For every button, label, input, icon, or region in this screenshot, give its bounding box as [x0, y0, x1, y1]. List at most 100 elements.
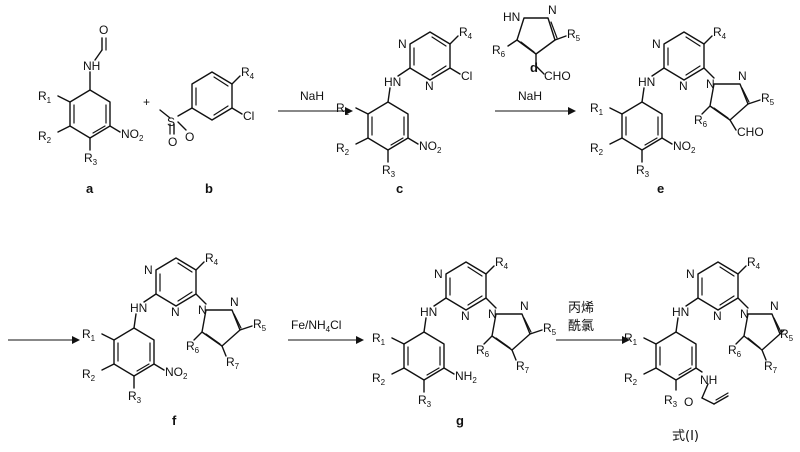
atom-n-f3: N [198, 303, 207, 317]
atom-n-c2: N [425, 79, 434, 93]
label-r2-e: R2 [590, 141, 604, 157]
arrowhead-to-f [72, 336, 80, 344]
label-r3-f: R3 [128, 389, 142, 405]
atom-n-f1: N [144, 263, 153, 277]
atom-n-i4: N [770, 299, 779, 313]
reagent-step4-line1: 丙烯 [568, 301, 594, 316]
label-r3-e: R3 [636, 163, 650, 179]
compound-b-structure [159, 71, 243, 135]
atom-nh: NH [83, 59, 100, 73]
label-r2-i: R2 [624, 371, 638, 387]
atom-hn-d: HN [503, 10, 520, 24]
label-r1-i: R1 [624, 331, 638, 347]
label-r4-g: R4 [495, 255, 509, 271]
reagent-step2: NaH [518, 89, 542, 103]
label-r7-g: R7 [516, 359, 530, 375]
compound-label-d: d [530, 60, 538, 75]
label-r1-f: R1 [82, 327, 96, 343]
atom-hn-g: HN [420, 305, 437, 319]
arrowhead-step3 [356, 336, 364, 344]
label-r2: R2 [38, 129, 52, 145]
label-r4-c: R4 [459, 25, 473, 41]
label-no2: NO2 [121, 127, 144, 143]
label-no2-e: NO2 [673, 139, 696, 155]
label-r3: R3 [84, 151, 98, 167]
atom-n-c1: N [398, 37, 407, 51]
atom-n-i3: N [740, 307, 749, 321]
atom-n-d: N [548, 3, 557, 17]
atom-n-g1: N [434, 267, 443, 281]
atom-o-b1: O [168, 135, 177, 149]
label-r1-g: R1 [372, 331, 386, 347]
label-r1-e: R1 [590, 101, 604, 117]
label-r5-i: R5 [780, 327, 794, 343]
label-r3-g: R3 [418, 393, 432, 409]
atom-cl-c: Cl [461, 69, 472, 83]
label-r4-i: R4 [747, 255, 761, 271]
atom-o-b2: O [185, 130, 194, 144]
atom-n-f4: N [230, 295, 239, 309]
compound-a-structure [57, 37, 121, 151]
atom-hn-i: HN [672, 305, 689, 319]
compound-e-structure [609, 31, 761, 163]
atom-n-e4: N [738, 69, 747, 83]
compound-label-a: a [86, 181, 94, 196]
atom-n-g2: N [461, 309, 470, 323]
label-r5-e: R5 [761, 91, 775, 107]
atom-s: S [167, 115, 175, 129]
atom-n-g4: N [520, 299, 529, 313]
compound-g-structure [391, 261, 543, 393]
label-cho-e: CHO [737, 125, 764, 139]
label-r6-f: R6 [186, 339, 200, 355]
compound-c-structure [355, 31, 461, 163]
label-r6-g: R6 [476, 343, 490, 359]
label-r4-b: R4 [241, 65, 255, 81]
label-cho-d: CHO [544, 69, 571, 83]
label-r5-f: R5 [253, 317, 267, 333]
formula-i-structure [643, 261, 785, 405]
label-r4-f: R4 [205, 251, 219, 267]
atom-o: O [99, 23, 108, 37]
label-no2-f: NO2 [165, 365, 188, 381]
atom-n-g3: N [488, 307, 497, 321]
label-r6-i: R6 [728, 343, 742, 359]
compound-label-f: f [172, 413, 177, 428]
label-no2-c: NO2 [419, 139, 442, 155]
compound-label-c: c [396, 181, 403, 196]
compound-label-b: b [205, 181, 213, 196]
label-r5-g: R5 [543, 321, 557, 337]
compound-label-e: e [657, 181, 664, 196]
label-r2-g: R2 [372, 371, 386, 387]
arrowhead-step4 [622, 336, 630, 344]
label-nh2-g: NH2 [455, 369, 477, 385]
label-r6-d: R6 [492, 43, 506, 59]
label-r3-c: R3 [382, 163, 396, 179]
label-r7-i: R7 [764, 359, 778, 375]
reagent-step4-line2: 酰氯 [568, 319, 594, 334]
label-r4-e: R4 [713, 25, 727, 41]
atom-n-e3: N [706, 77, 715, 91]
arrowhead-step1 [345, 107, 353, 115]
label-r1-c: R1 [336, 101, 350, 117]
atom-n-i1: N [686, 267, 695, 281]
atom-cl-b: Cl [243, 109, 254, 123]
label-r1: R1 [38, 89, 52, 105]
atom-n-f2: N [171, 305, 180, 319]
arrowhead-step2 [568, 107, 576, 115]
label-r6-e: R6 [694, 113, 708, 129]
atom-n-e2: N [679, 79, 688, 93]
label-r2-f: R2 [82, 367, 96, 383]
label-r3-i: R3 [664, 393, 678, 409]
atom-nh-i: NH [700, 373, 717, 387]
formula-label: 式(I) [672, 429, 699, 444]
compound-label-g: g [456, 413, 464, 428]
atom-hn-c: HN [384, 75, 401, 89]
compound-f-structure [101, 257, 253, 389]
atom-n-e1: N [652, 37, 661, 51]
atom-hn-f: HN [130, 301, 147, 315]
atom-hn-e: HN [638, 75, 655, 89]
reagent-step1: NaH [300, 89, 324, 103]
label-r2-c: R2 [336, 141, 350, 157]
label-r5-d: R5 [567, 27, 581, 43]
